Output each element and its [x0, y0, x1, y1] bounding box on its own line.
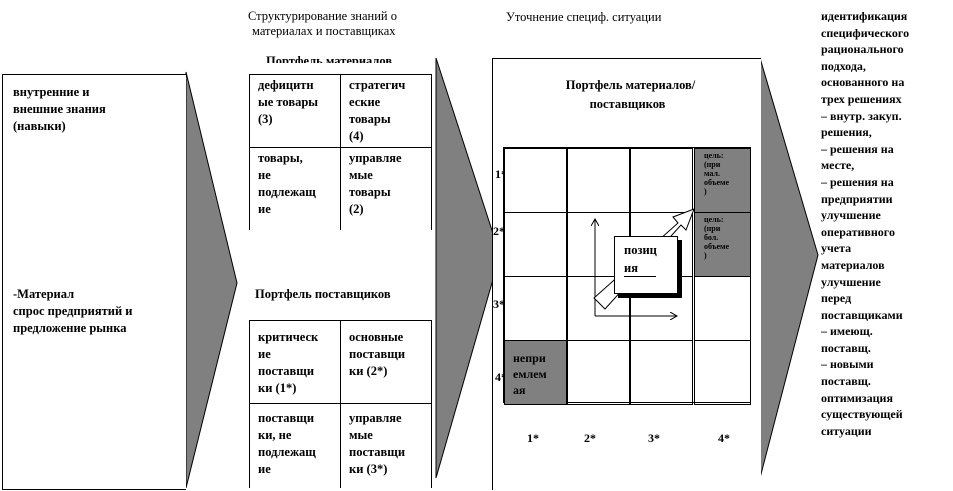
suppliers-cell-managed: управляе мые поставщи ки (3*)	[340, 403, 432, 488]
row-label-3: 3*	[493, 297, 505, 311]
col-label-2: 2*	[584, 431, 596, 445]
materials-cell-deficit: дефицитн ые товары (3)	[249, 74, 341, 148]
suppliers-portfolio-table: критическ ие поставщи ки (1*) основные п…	[249, 320, 432, 488]
col-label-3: 3*	[648, 431, 660, 445]
col-label-1: 1*	[527, 431, 539, 445]
suppliers-cell-main: основные поставщи ки (2*)	[340, 320, 432, 404]
middle-header: Структурирование знаний о материалах и п…	[248, 9, 397, 38]
matrix-title: Портфель материалов/ поставщиков	[565, 78, 696, 111]
grid-cell	[630, 340, 693, 405]
row-label-2: 2*	[493, 224, 505, 238]
suppliers-cell-not-subject: поставщи ки, не подлежащ ие	[249, 403, 341, 488]
knowledge-text: внутренние и внешние знания (навыки)	[13, 85, 106, 133]
materials-portfolio-table: дефицитн ые товары (3) стратегич еские т…	[249, 74, 432, 230]
suppliers-cell-critical: критическ ие поставщи ки (1*)	[249, 320, 341, 404]
grid-cell	[567, 340, 630, 405]
position-box: позиц ия	[614, 236, 678, 294]
grid-cell-goal-small: цель: (при мал. объеме )	[694, 148, 751, 213]
grid-cell	[694, 340, 751, 405]
suppliers-portfolio-title: Портфель поставщиков	[255, 287, 391, 301]
materials-cell-managed: управляе мые товары (2)	[340, 147, 432, 230]
materials-cell-not-subject: товары, не подлежащ ие	[249, 147, 341, 230]
right-panel-text: идентификация специфического рационально…	[821, 9, 910, 438]
materials-cell-strategic: стратегич еские товары (4)	[340, 74, 432, 148]
material-text: -Материал спрос предприятий и предложени…	[13, 287, 133, 335]
matrix-header: Уточнение специф. ситуации	[506, 10, 662, 24]
col-label-4: 4*	[718, 431, 730, 445]
arrow-1	[185, 71, 238, 489]
arrow-2	[435, 57, 501, 479]
materials-portfolio-title: Портфель материалов	[266, 54, 393, 63]
grid-cell-unacceptable: непри емлем ая	[504, 340, 567, 405]
grid-cell-goal-large: цель: (при бол. объеме )	[694, 212, 751, 277]
left-panel: внутренние и внешние знания (навыки) -Ма…	[2, 74, 186, 490]
